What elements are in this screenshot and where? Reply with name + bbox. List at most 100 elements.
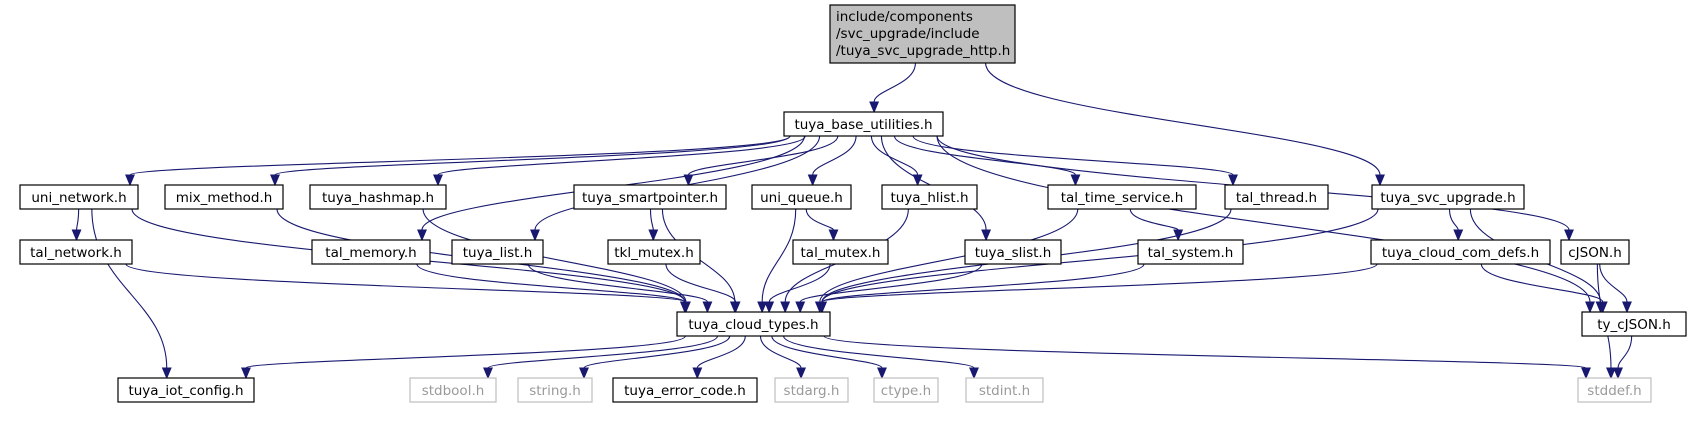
edge-line xyxy=(870,135,919,176)
node-cloud-com-defs[interactable]: tuya_cloud_com_defs.h xyxy=(1370,239,1551,265)
node-label: tuya_svc_upgrade.h xyxy=(1380,190,1515,206)
node-ty-cjson[interactable]: ty_cJSON.h xyxy=(1581,311,1687,337)
node-label: tal_mutex.h xyxy=(801,245,881,261)
edge-svc-upgrade-to-cloud-types xyxy=(817,208,1379,314)
edge-line xyxy=(936,135,1591,303)
edge-cloud-com-defs-to-cloud-types xyxy=(817,263,1378,314)
arrowhead-icon xyxy=(1622,301,1632,314)
node-box xyxy=(164,184,284,210)
node-label: string.h xyxy=(529,383,581,399)
node-error-code[interactable]: tuya_error_code.h xyxy=(612,377,758,403)
edge-uni-queue-to-cloud-types xyxy=(757,208,797,314)
node-time-service[interactable]: tal_time_service.h xyxy=(1047,184,1197,210)
arrowhead-icon xyxy=(270,174,280,187)
node-label: ctype.h xyxy=(881,383,931,399)
node-label: tal_system.h xyxy=(1148,245,1234,261)
node-cloud-types[interactable]: tuya_cloud_types.h xyxy=(676,311,831,337)
node-tal-memory[interactable]: tal_memory.h xyxy=(311,239,431,265)
node-box xyxy=(1137,239,1244,265)
edge-uni-network-to-tal-network xyxy=(71,208,82,242)
edge-cloud-types-to-stdarg xyxy=(759,335,807,380)
arrowhead-icon xyxy=(433,174,443,187)
edge-line xyxy=(527,263,708,303)
edge-layer xyxy=(71,62,1633,380)
arrowhead-icon xyxy=(1375,174,1385,187)
edge-smartpointer-to-tkl-mutex xyxy=(648,208,659,242)
node-hlist[interactable]: tuya_hlist.h xyxy=(881,184,978,210)
arrowhead-icon xyxy=(680,301,690,314)
edge-line xyxy=(1129,208,1179,231)
arrowhead-icon xyxy=(757,301,768,314)
arrowhead-icon xyxy=(764,301,775,314)
node-iot-config[interactable]: tuya_iot_config.h xyxy=(117,377,255,403)
node-label: tkl_mutex.h xyxy=(614,245,694,261)
arrowhead-icon xyxy=(795,301,806,314)
node-box xyxy=(1371,184,1525,210)
node-uni-queue[interactable]: uni_queue.h xyxy=(751,184,852,210)
node-label: tuya_list.h xyxy=(463,245,533,261)
node-box xyxy=(517,377,593,403)
edge-line xyxy=(821,263,1378,303)
edge-line xyxy=(129,135,791,176)
node-root[interactable]: include/components/svc_upgrade/include/t… xyxy=(829,4,1016,64)
edge-line xyxy=(771,335,883,369)
node-base-utilities[interactable]: tuya_base_utilities.h xyxy=(783,111,944,137)
edge-line xyxy=(985,62,1381,176)
edge-line xyxy=(245,335,686,369)
arrowhead-icon xyxy=(241,367,251,380)
edge-time-service-to-tal-system xyxy=(1129,208,1184,242)
node-box xyxy=(309,184,447,210)
edge-line xyxy=(768,263,831,303)
edge-tal-mutex-to-cloud-types xyxy=(764,263,831,314)
node-tuya-list[interactable]: tuya_list.h xyxy=(451,239,544,265)
edge-line xyxy=(649,208,654,231)
edge-cjson-to-ty-cjson xyxy=(1599,263,1632,314)
node-mix-method[interactable]: mix_method.h xyxy=(164,184,284,210)
edge-line xyxy=(821,263,1145,303)
node-label: stdarg.h xyxy=(784,383,840,399)
edge-line xyxy=(583,335,731,369)
node-box xyxy=(1577,377,1652,403)
edge-tuya-list-to-cloud-types xyxy=(527,263,713,314)
node-hashmap[interactable]: tuya_hashmap.h xyxy=(309,184,447,210)
node-box xyxy=(1581,311,1687,337)
node-label: tuya_base_utilities.h xyxy=(794,117,932,133)
edge-line xyxy=(665,263,737,303)
node-tal-system[interactable]: tal_system.h xyxy=(1137,239,1244,265)
edge-cloud-types-to-ctype xyxy=(771,335,887,380)
edge-line xyxy=(487,335,718,369)
node-tkl-mutex[interactable]: tkl_mutex.h xyxy=(607,239,701,265)
arrowhead-icon xyxy=(483,367,493,380)
edge-line xyxy=(823,335,1587,369)
edge-line xyxy=(1448,208,1459,231)
node-svc-upgrade[interactable]: tuya_svc_upgrade.h xyxy=(1371,184,1525,210)
node-label: uni_queue.h xyxy=(760,190,843,206)
edge-line xyxy=(125,263,686,303)
edge-uni-queue-to-tal-mutex xyxy=(805,208,839,242)
edge-tal-system-to-cloud-types xyxy=(817,263,1145,314)
node-tal-mutex[interactable]: tal_mutex.h xyxy=(792,239,889,265)
edge-root-to-svc-upgrade xyxy=(985,62,1385,187)
edge-base-utilities-to-hashmap xyxy=(433,135,806,187)
arrowhead-icon xyxy=(530,229,540,242)
edge-line xyxy=(783,335,975,369)
node-box xyxy=(1047,184,1197,210)
node-uni-network[interactable]: uni_network.h xyxy=(19,184,139,210)
node-box xyxy=(792,239,889,265)
arrowhead-icon xyxy=(981,229,992,242)
edge-base-utilities-to-ty-cjson xyxy=(936,135,1595,314)
arrowhead-icon xyxy=(1581,367,1591,380)
edge-line xyxy=(821,208,1379,303)
node-slist[interactable]: tuya_slist.h xyxy=(964,239,1062,265)
node-tal-thread[interactable]: tal_thread.h xyxy=(1224,184,1329,210)
node-tal-network[interactable]: tal_network.h xyxy=(19,239,133,265)
node-smartpointer[interactable]: tuya_smartpointer.h xyxy=(573,184,727,210)
node-stdarg: stdarg.h xyxy=(774,377,849,403)
node-cjson[interactable]: cJSON.h xyxy=(1560,239,1630,265)
arrowhead-icon xyxy=(648,229,659,242)
edge-uni-network-to-iot-config xyxy=(91,208,172,380)
edge-line xyxy=(812,135,857,176)
node-label: stddef.h xyxy=(1587,383,1641,399)
edge-line xyxy=(761,208,797,303)
